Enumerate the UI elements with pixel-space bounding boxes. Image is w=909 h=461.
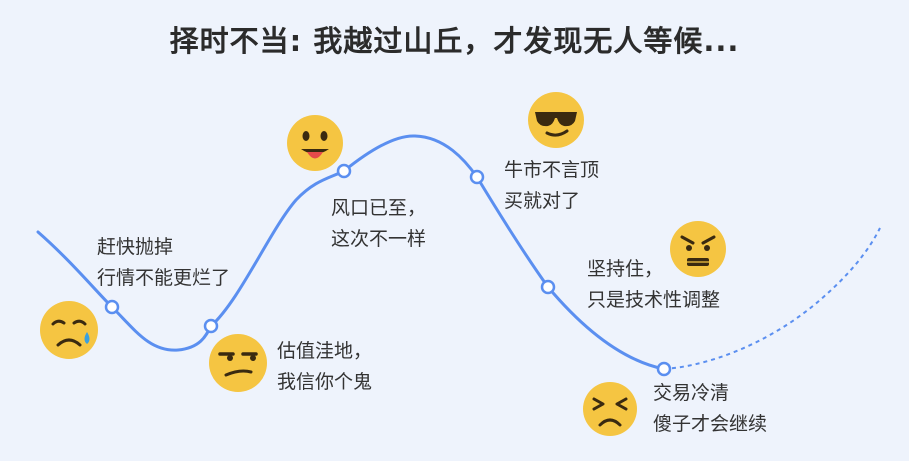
stage-point-3 bbox=[336, 163, 352, 179]
stage-label-5-line1: 坚持住， bbox=[587, 258, 664, 280]
stage-label-1-line1: 赶快抛掉 bbox=[97, 236, 174, 258]
tired-face-icon bbox=[583, 382, 637, 436]
stage-label-1: 赶快抛掉 行情不能更烂了 bbox=[97, 232, 230, 294]
stage-label-2-line2: 我信你个鬼 bbox=[277, 371, 373, 393]
stage-point-1 bbox=[104, 299, 120, 315]
stage-point-4 bbox=[469, 169, 485, 185]
angry-face-icon bbox=[670, 221, 726, 277]
sunglasses-face-icon bbox=[528, 92, 584, 148]
stage-label-3-line2: 这次不一样 bbox=[331, 228, 427, 250]
future-trend-dotted-curve bbox=[663, 227, 881, 370]
stage-point-5 bbox=[540, 279, 556, 295]
stage-label-4-line2: 买就对了 bbox=[504, 190, 581, 212]
tongue-out-face-icon bbox=[287, 115, 343, 171]
crying-face-icon bbox=[40, 301, 98, 359]
stage-label-2-line1: 估值洼地， bbox=[277, 340, 373, 362]
stage-label-4-line1: 牛市不言顶 bbox=[504, 159, 600, 181]
stage-point-2 bbox=[203, 318, 219, 334]
stage-label-6: 交易冷清 傻子才会继续 bbox=[653, 378, 767, 440]
stage-label-5: 坚持住， 只是技术性调整 bbox=[587, 254, 720, 316]
stage-label-2: 估值洼地， 我信你个鬼 bbox=[277, 336, 372, 398]
diagram-title: 择时不当: 我越过山丘，才发现无人等候... bbox=[169, 24, 740, 58]
stage-label-1-line2: 行情不能更烂了 bbox=[97, 267, 231, 289]
stage-label-5-line2: 只是技术性调整 bbox=[587, 289, 721, 311]
stage-label-4: 牛市不言顶 买就对了 bbox=[504, 155, 599, 217]
unamused-face-icon bbox=[209, 334, 267, 392]
stage-point-6 bbox=[656, 361, 672, 377]
stage-label-6-line2: 傻子才会继续 bbox=[653, 413, 768, 435]
stage-label-3-line1: 风口已至， bbox=[331, 197, 427, 219]
stage-label-3: 风口已至， 这次不一样 bbox=[331, 193, 426, 255]
stage-label-6-line1: 交易冷清 bbox=[653, 382, 730, 404]
market-cycle-curve bbox=[36, 134, 666, 371]
